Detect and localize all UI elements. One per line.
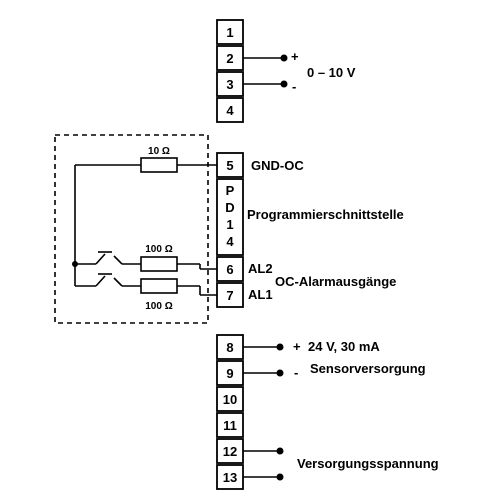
node-terminal-12 — [276, 447, 284, 455]
plus-sign-supply: + — [293, 339, 301, 354]
terminal-10-label: 10 — [223, 392, 237, 407]
resistor-al2-label: 100 Ω — [145, 244, 172, 255]
power-supply-label: Versorgungsspannung — [297, 456, 439, 471]
minus-sign-supply: - — [294, 365, 298, 380]
programming-port-pd14 — [216, 178, 244, 256]
terminal-3 — [216, 71, 244, 97]
gnd-oc-label: GND-OC — [251, 158, 304, 173]
terminal-11 — [216, 412, 244, 438]
node-terminal-3 — [280, 80, 288, 88]
al1-label: AL1 — [248, 287, 273, 302]
sensor-supply-label: Sensorversorgung — [310, 361, 426, 376]
node-terminal-2 — [280, 54, 288, 62]
resistor-gnd-label: 10 Ω — [148, 146, 170, 157]
terminal-5-label: 5 — [226, 158, 233, 173]
terminal-12-label: 12 — [223, 444, 237, 459]
voltage-range-label: 0 – 10 V — [307, 65, 356, 80]
node-terminal-13 — [276, 473, 284, 481]
node-terminal-9 — [276, 369, 284, 377]
terminal-10 — [216, 386, 244, 412]
terminal-block-middle: 5 P D 1 4 6 7 — [216, 152, 244, 308]
switch-al1-contact — [113, 277, 123, 287]
resistor-gnd — [140, 157, 178, 173]
terminal-11-label: 11 — [223, 418, 237, 433]
pd14-char-2: D — [225, 200, 234, 215]
terminal-7-label: 7 — [226, 288, 233, 303]
terminal-4-label: 4 — [226, 103, 234, 118]
terminal-2-label: 2 — [226, 51, 233, 66]
resistor-al1-label: 100 Ω — [145, 301, 172, 312]
terminal-9-label: 9 — [226, 366, 233, 381]
terminal-6-label: 6 — [226, 262, 233, 277]
node-terminal-8 — [276, 343, 284, 351]
internal-circuit: 10 Ω 100 Ω 100 Ω — [72, 146, 217, 312]
terminal-block-top: 1 2 3 4 — [216, 19, 244, 123]
plus-sign-top: + — [291, 49, 299, 64]
pd14-char-4: 4 — [226, 234, 234, 249]
oc-alarm-outputs-label: OC-Alarmausgänge — [275, 274, 396, 289]
terminal-13 — [216, 464, 244, 490]
terminal-1-label: 1 — [226, 25, 233, 40]
pd14-char-3: 1 — [226, 217, 233, 232]
minus-sign-top: - — [292, 79, 296, 94]
terminal-13-label: 13 — [223, 470, 237, 485]
terminal-3-label: 3 — [226, 77, 233, 92]
al2-label: AL2 — [248, 261, 273, 276]
terminal-5 — [216, 152, 244, 178]
terminal-12 — [216, 438, 244, 464]
terminal-2 — [216, 45, 244, 71]
terminal-block-bottom: 8 9 10 11 12 13 — [216, 334, 244, 490]
switch-al2-contact — [113, 255, 123, 265]
supply-spec-label: 24 V, 30 mA — [308, 339, 380, 354]
pd14-char-1: P — [226, 183, 235, 198]
terminal-1 — [216, 19, 244, 45]
internal-circuit-boundary — [54, 134, 209, 324]
supply-wiring: + 24 V, 30 mA - Sensorversorgung Versorg… — [243, 339, 439, 481]
resistor-al1 — [140, 278, 178, 294]
terminal-4 — [216, 97, 244, 123]
terminal-8 — [216, 334, 244, 360]
analog-output-wiring: + - 0 – 10 V — [243, 49, 356, 94]
terminal-7 — [216, 282, 244, 308]
resistor-al2 — [140, 256, 178, 272]
switch-al1-blade — [95, 275, 106, 287]
terminal-6 — [216, 256, 244, 282]
programming-interface-label: Programmierschnittstelle — [247, 207, 404, 222]
terminal-8-label: 8 — [226, 340, 233, 355]
switch-al2-blade — [95, 253, 106, 265]
